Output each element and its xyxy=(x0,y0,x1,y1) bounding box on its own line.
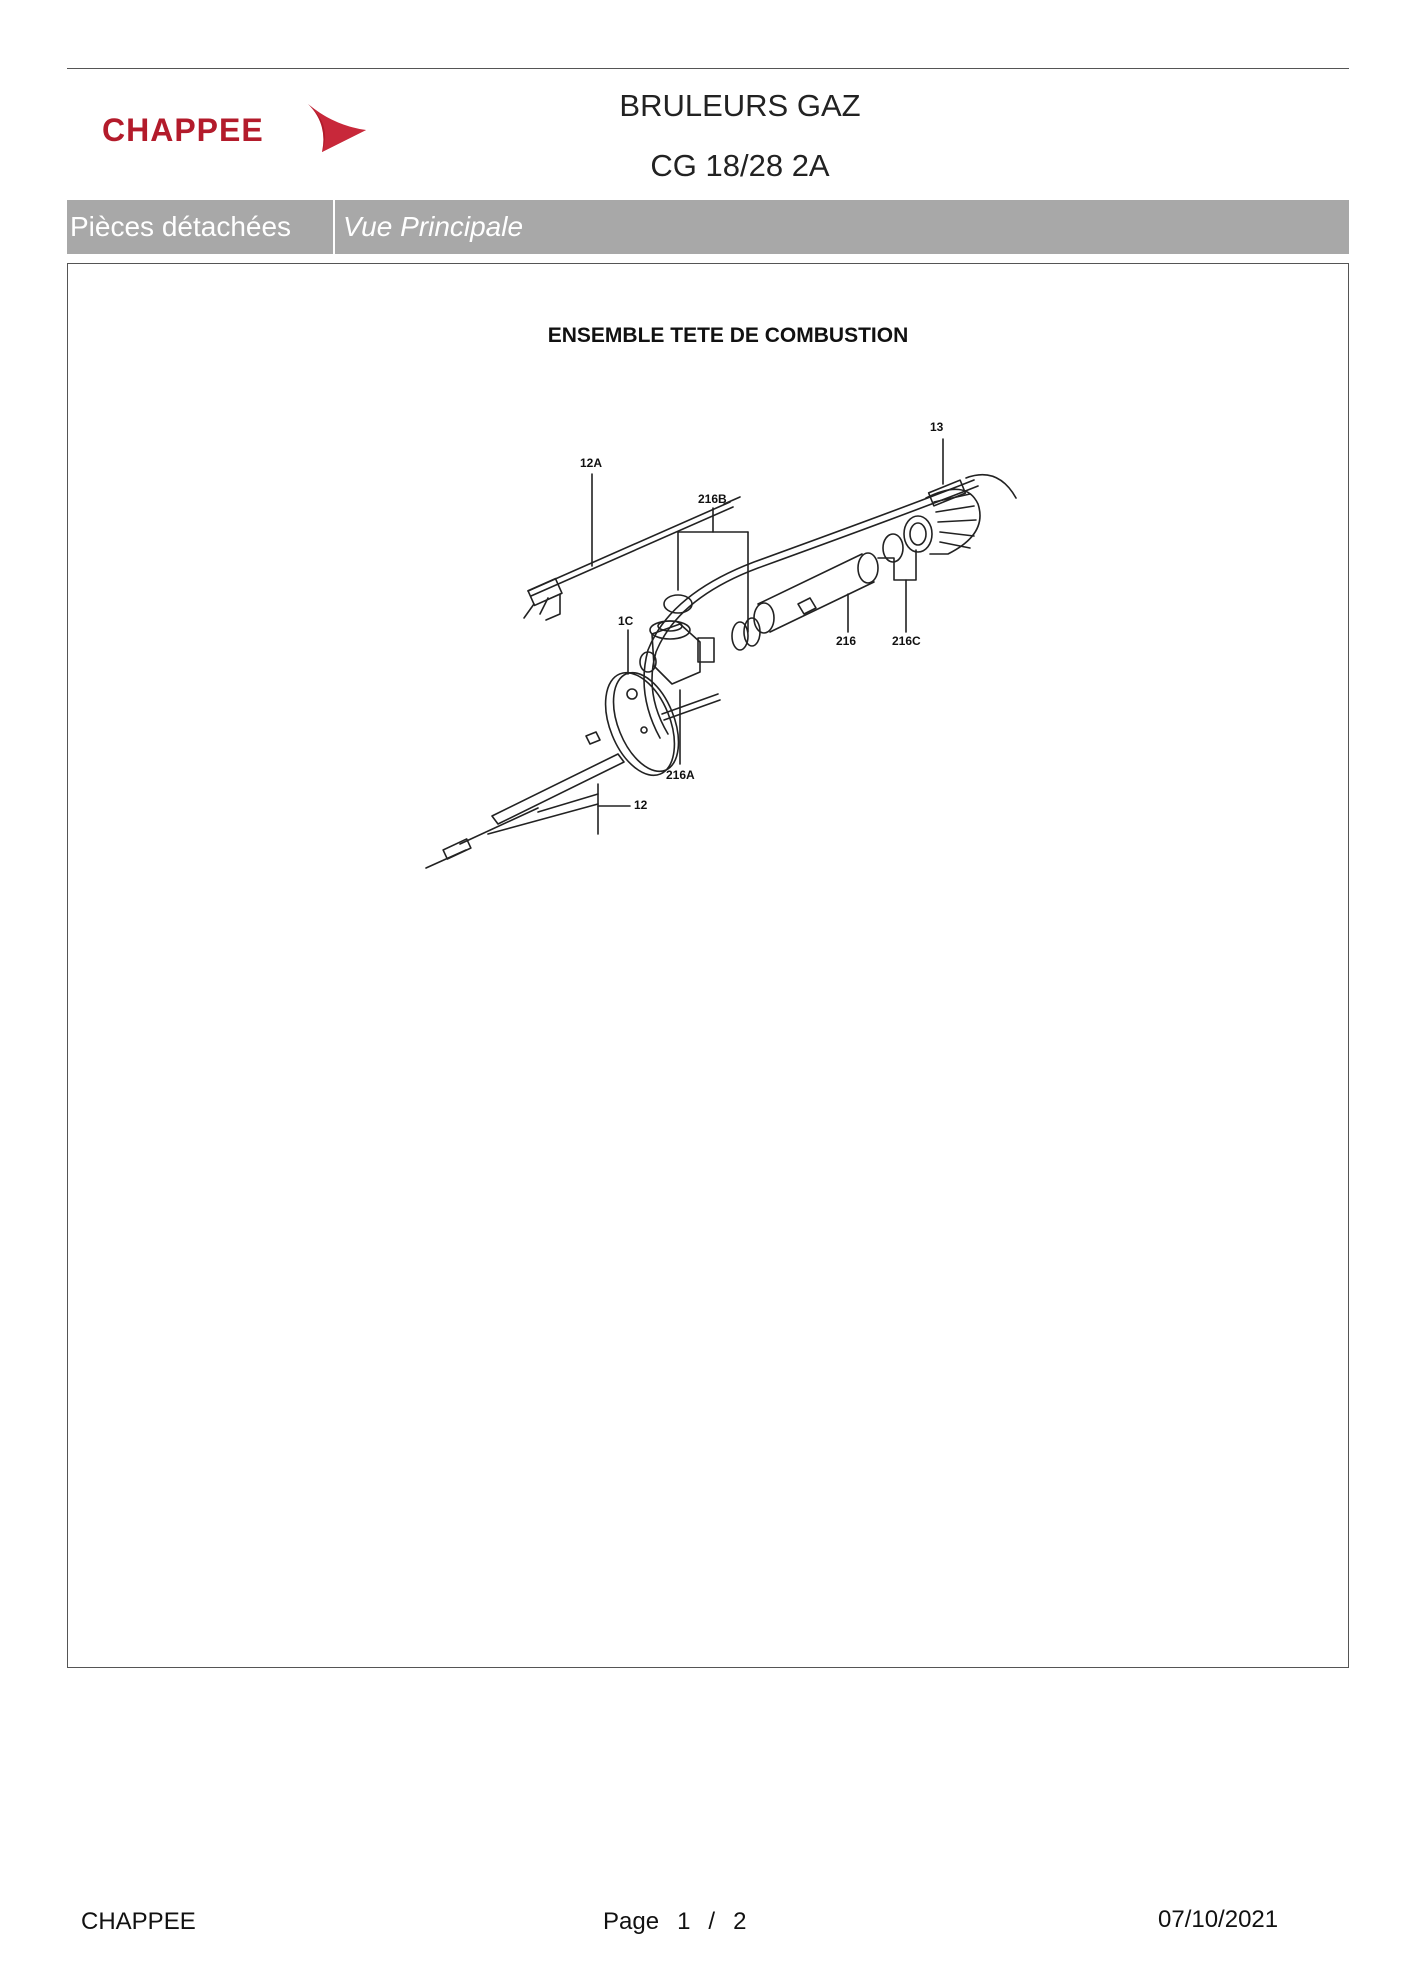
callout-216: 216 xyxy=(836,634,857,648)
part-1c-plate xyxy=(585,629,721,777)
callout-216c: 216C xyxy=(892,634,921,648)
page-label: Page xyxy=(603,1908,660,1935)
callout-216b: 216B xyxy=(698,492,727,506)
logo-wordmark: CHAPPEE xyxy=(102,112,264,148)
footer-date: 07/10/2021 xyxy=(1158,1906,1279,1933)
diagram-frame: ENSEMBLE TETE DE COMBUSTION xyxy=(67,263,1349,1668)
callout-1c: 1C xyxy=(618,614,634,628)
chappee-logo: CHAPPEE xyxy=(96,96,376,166)
part-216a-body xyxy=(639,620,715,765)
exploded-parts-diagram: 13 12A 216B 1C 216 216C 216A 12 xyxy=(418,394,1098,914)
part-216c-head xyxy=(877,488,981,633)
footer-pagination: Page 1 / 2 xyxy=(603,1908,764,1936)
callout-12: 12 xyxy=(634,798,648,812)
callout-12a: 12A xyxy=(580,456,603,470)
page-total: 2 xyxy=(733,1908,747,1935)
logo-swoosh-icon xyxy=(308,104,366,152)
parts-drawing xyxy=(425,438,1017,869)
diagram-title: ENSEMBLE TETE DE COMBUSTION xyxy=(547,324,909,347)
callout-13: 13 xyxy=(930,420,944,434)
part-216-tube xyxy=(753,552,879,634)
document-title: BRULEURS GAZ xyxy=(619,88,861,123)
part-12-electrodes xyxy=(425,753,631,869)
section-band: Pièces détachées Vue Principale xyxy=(67,200,1349,254)
view-label: Vue Principale xyxy=(343,211,524,242)
part-12a-cable xyxy=(523,473,741,621)
section-label: Pièces détachées xyxy=(67,200,335,254)
footer-brand: CHAPPEE xyxy=(81,1908,196,1935)
document-subtitle: CG 18/28 2A xyxy=(650,148,830,183)
part-13-cable xyxy=(643,438,1017,739)
part-216b-bracket xyxy=(663,507,761,651)
top-rule xyxy=(67,68,1349,69)
callout-216a: 216A xyxy=(666,768,695,782)
page-separator: / xyxy=(708,1908,716,1935)
page-current: 1 xyxy=(677,1908,691,1935)
